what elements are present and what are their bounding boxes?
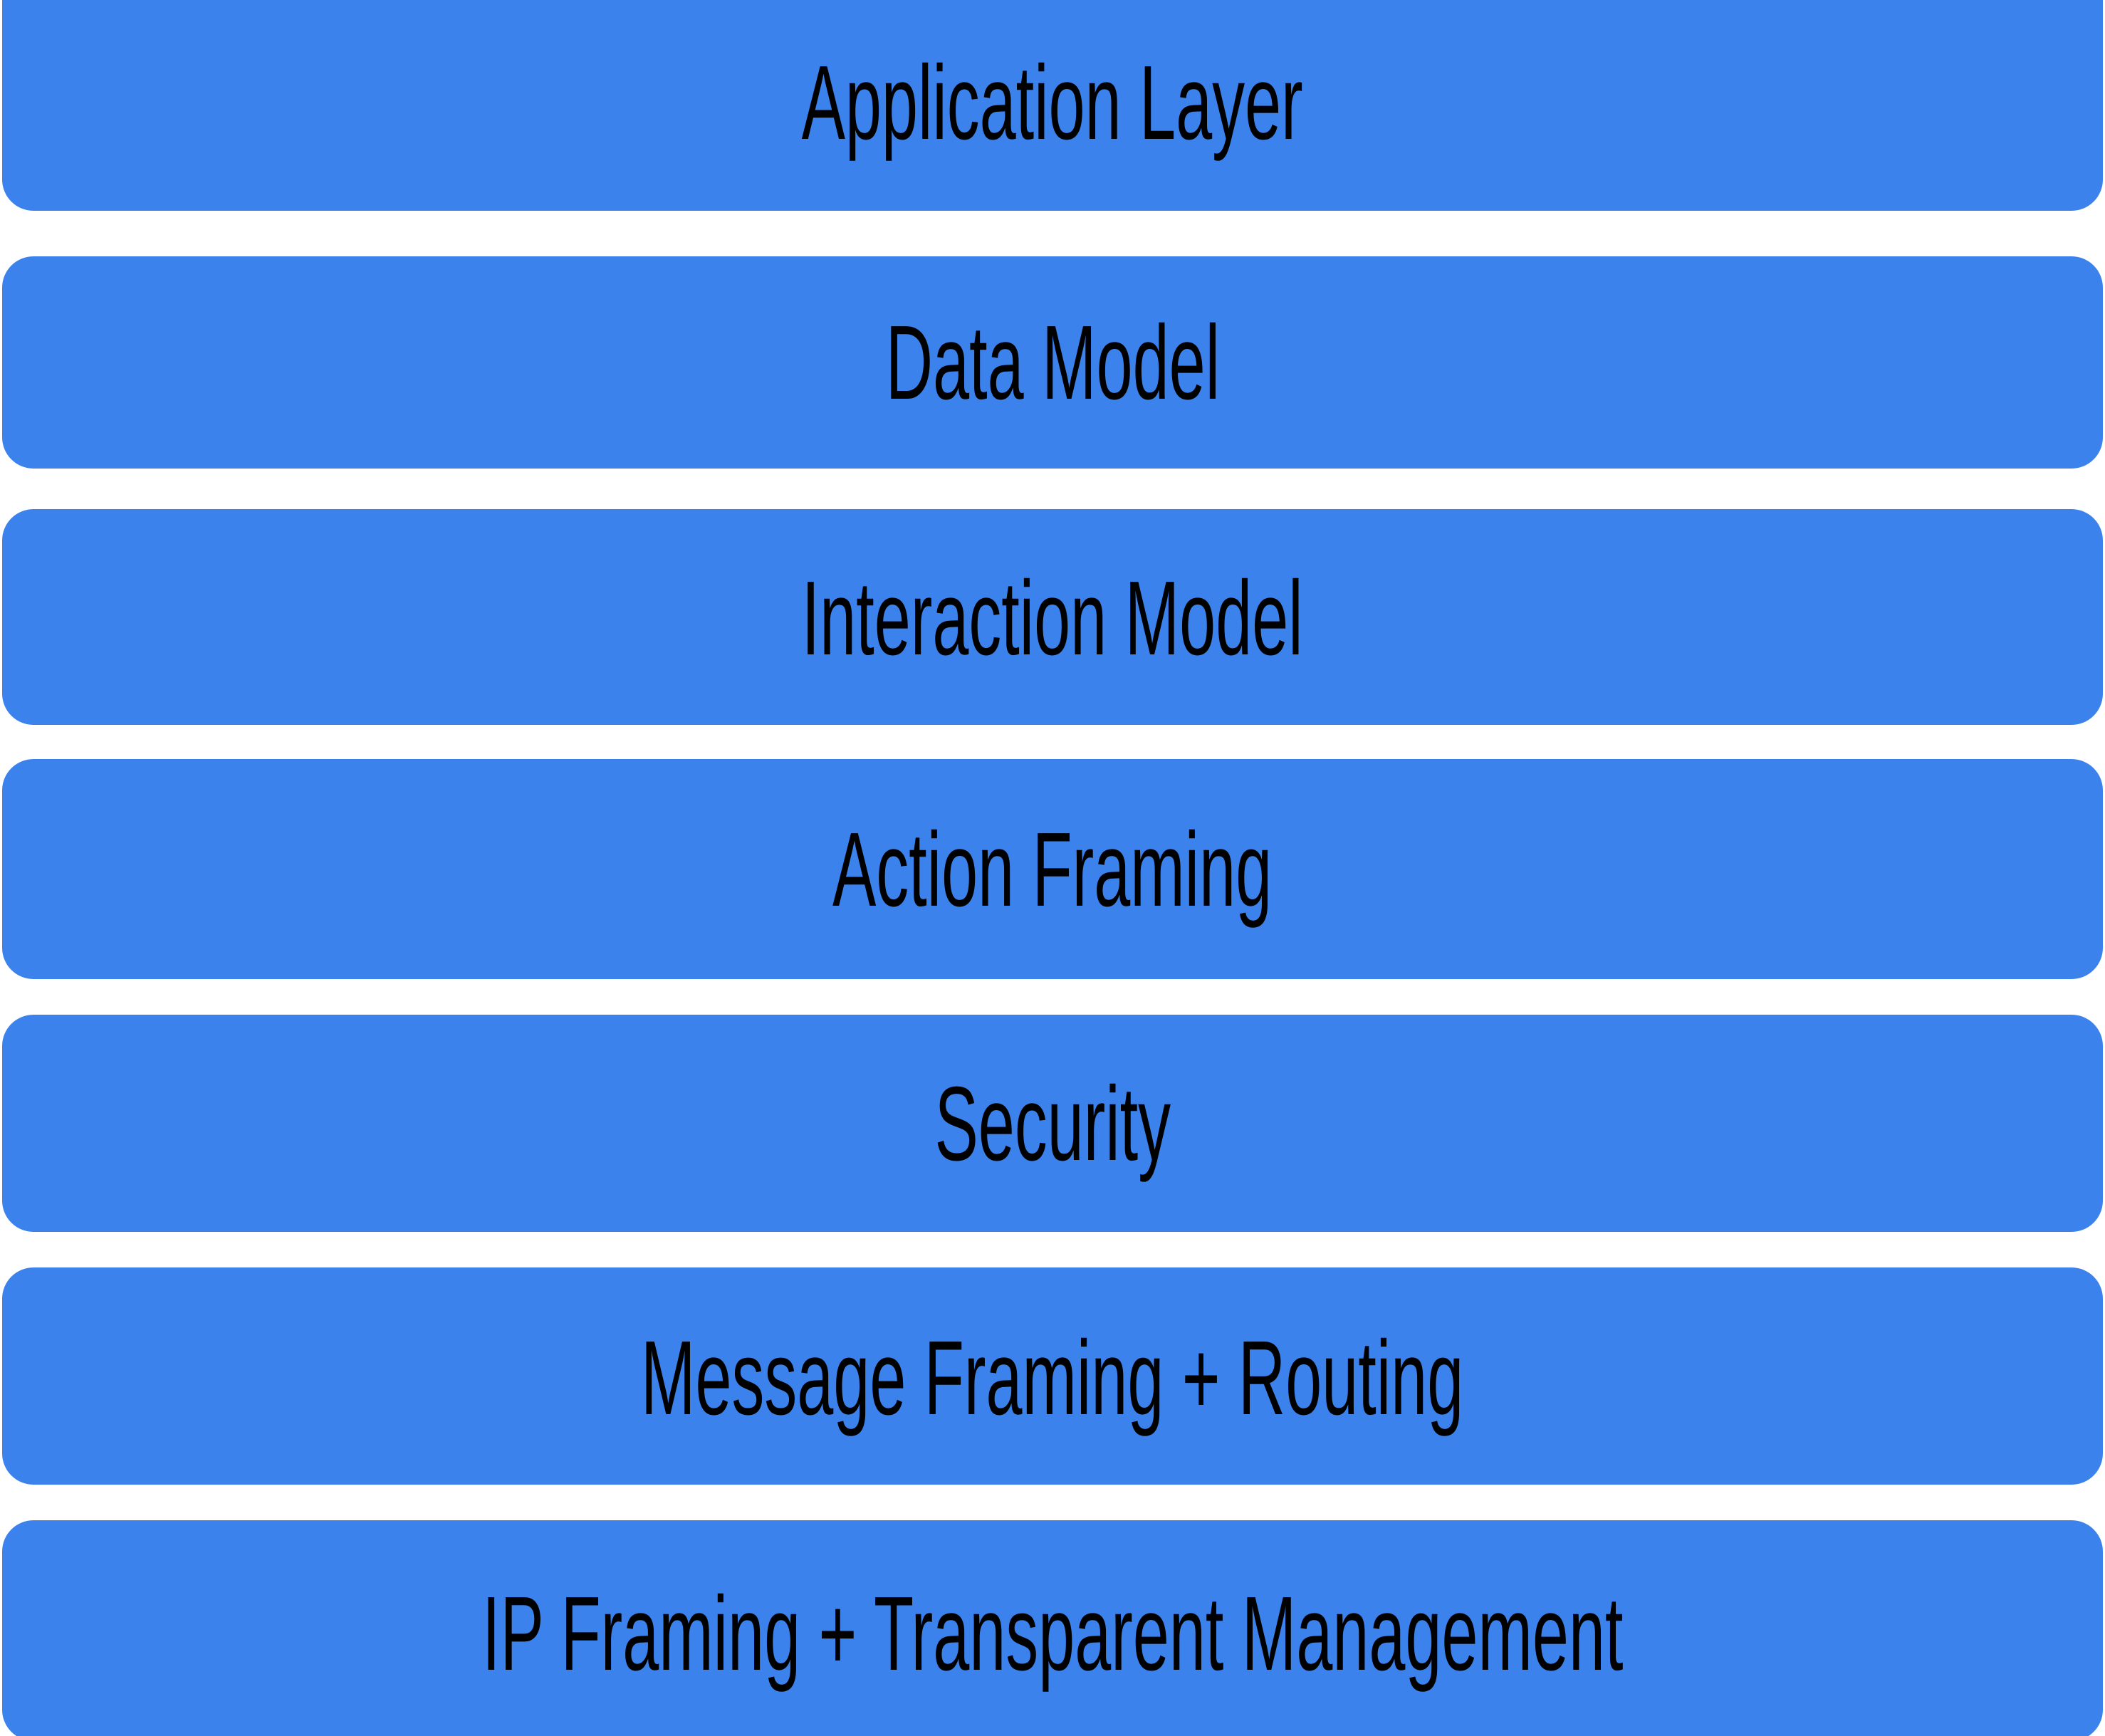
layer-label-data-model: Data Model bbox=[885, 304, 1220, 422]
layer-bar-action-framing[interactable]: Action Framing bbox=[2, 759, 2103, 979]
layer-bar-interaction-model[interactable]: Interaction Model bbox=[2, 509, 2103, 725]
layer-bar-data-model[interactable]: Data Model bbox=[2, 256, 2103, 469]
layer-bar-ip-framing-transparent-management[interactable]: IP Framing + Transparent Management bbox=[2, 1520, 2103, 1736]
layer-label-action-framing: Action Framing bbox=[832, 810, 1273, 929]
layer-label-application-layer: Application Layer bbox=[802, 44, 1303, 162]
layer-label-security: Security bbox=[934, 1065, 1171, 1183]
layer-label-message-framing-routing: Message Framing + Routing bbox=[641, 1319, 1464, 1437]
layer-label-interaction-model: Interaction Model bbox=[802, 559, 1303, 677]
layer-label-ip-framing-transparent-management: IP Framing + Transparent Management bbox=[481, 1575, 1624, 1693]
layer-bar-security[interactable]: Security bbox=[2, 1015, 2103, 1232]
layer-bar-message-framing-routing[interactable]: Message Framing + Routing bbox=[2, 1267, 2103, 1485]
layer-bar-application-layer[interactable]: Application Layer bbox=[2, 0, 2103, 211]
